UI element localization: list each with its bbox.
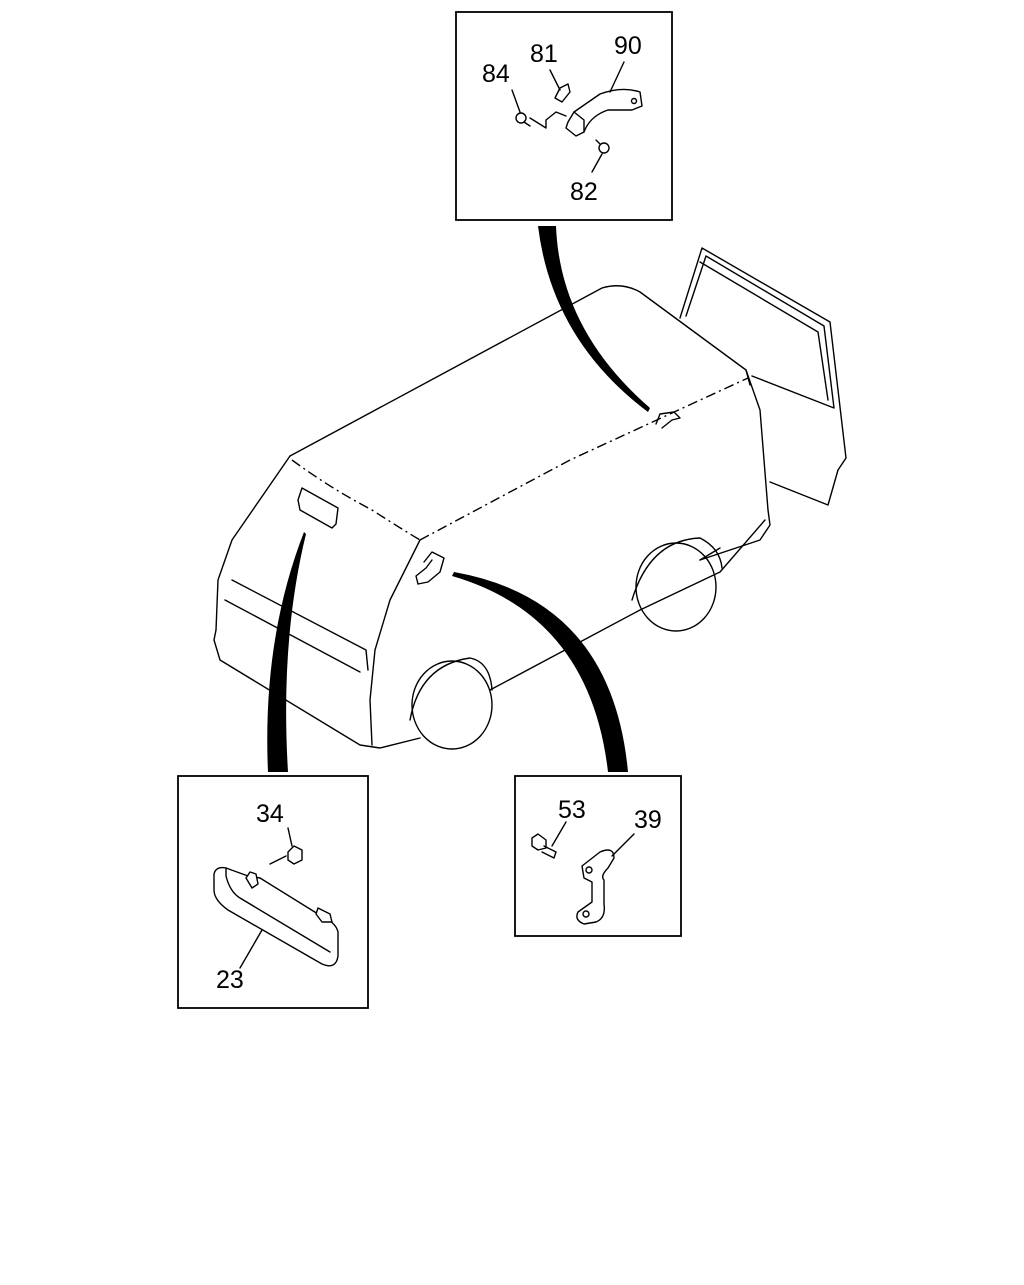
van-illustration bbox=[213, 247, 847, 750]
leader-roof-grip bbox=[538, 226, 650, 412]
label-23: 23 bbox=[216, 966, 244, 994]
label-84: 84 bbox=[482, 60, 510, 88]
leader-sun-visor bbox=[267, 532, 306, 772]
label-81: 81 bbox=[530, 40, 558, 68]
label-53: 53 bbox=[558, 796, 586, 824]
callout-sun-visor: 34 23 bbox=[177, 775, 369, 1009]
label-82: 82 bbox=[570, 178, 598, 206]
leader-front-grip bbox=[452, 572, 628, 772]
callout-roof-assist-grip: 84 81 90 82 bbox=[455, 11, 673, 221]
label-34: 34 bbox=[256, 800, 284, 828]
label-90: 90 bbox=[614, 32, 642, 60]
label-39: 39 bbox=[634, 806, 662, 834]
callout-front-assist-grip: 53 39 bbox=[514, 775, 682, 937]
